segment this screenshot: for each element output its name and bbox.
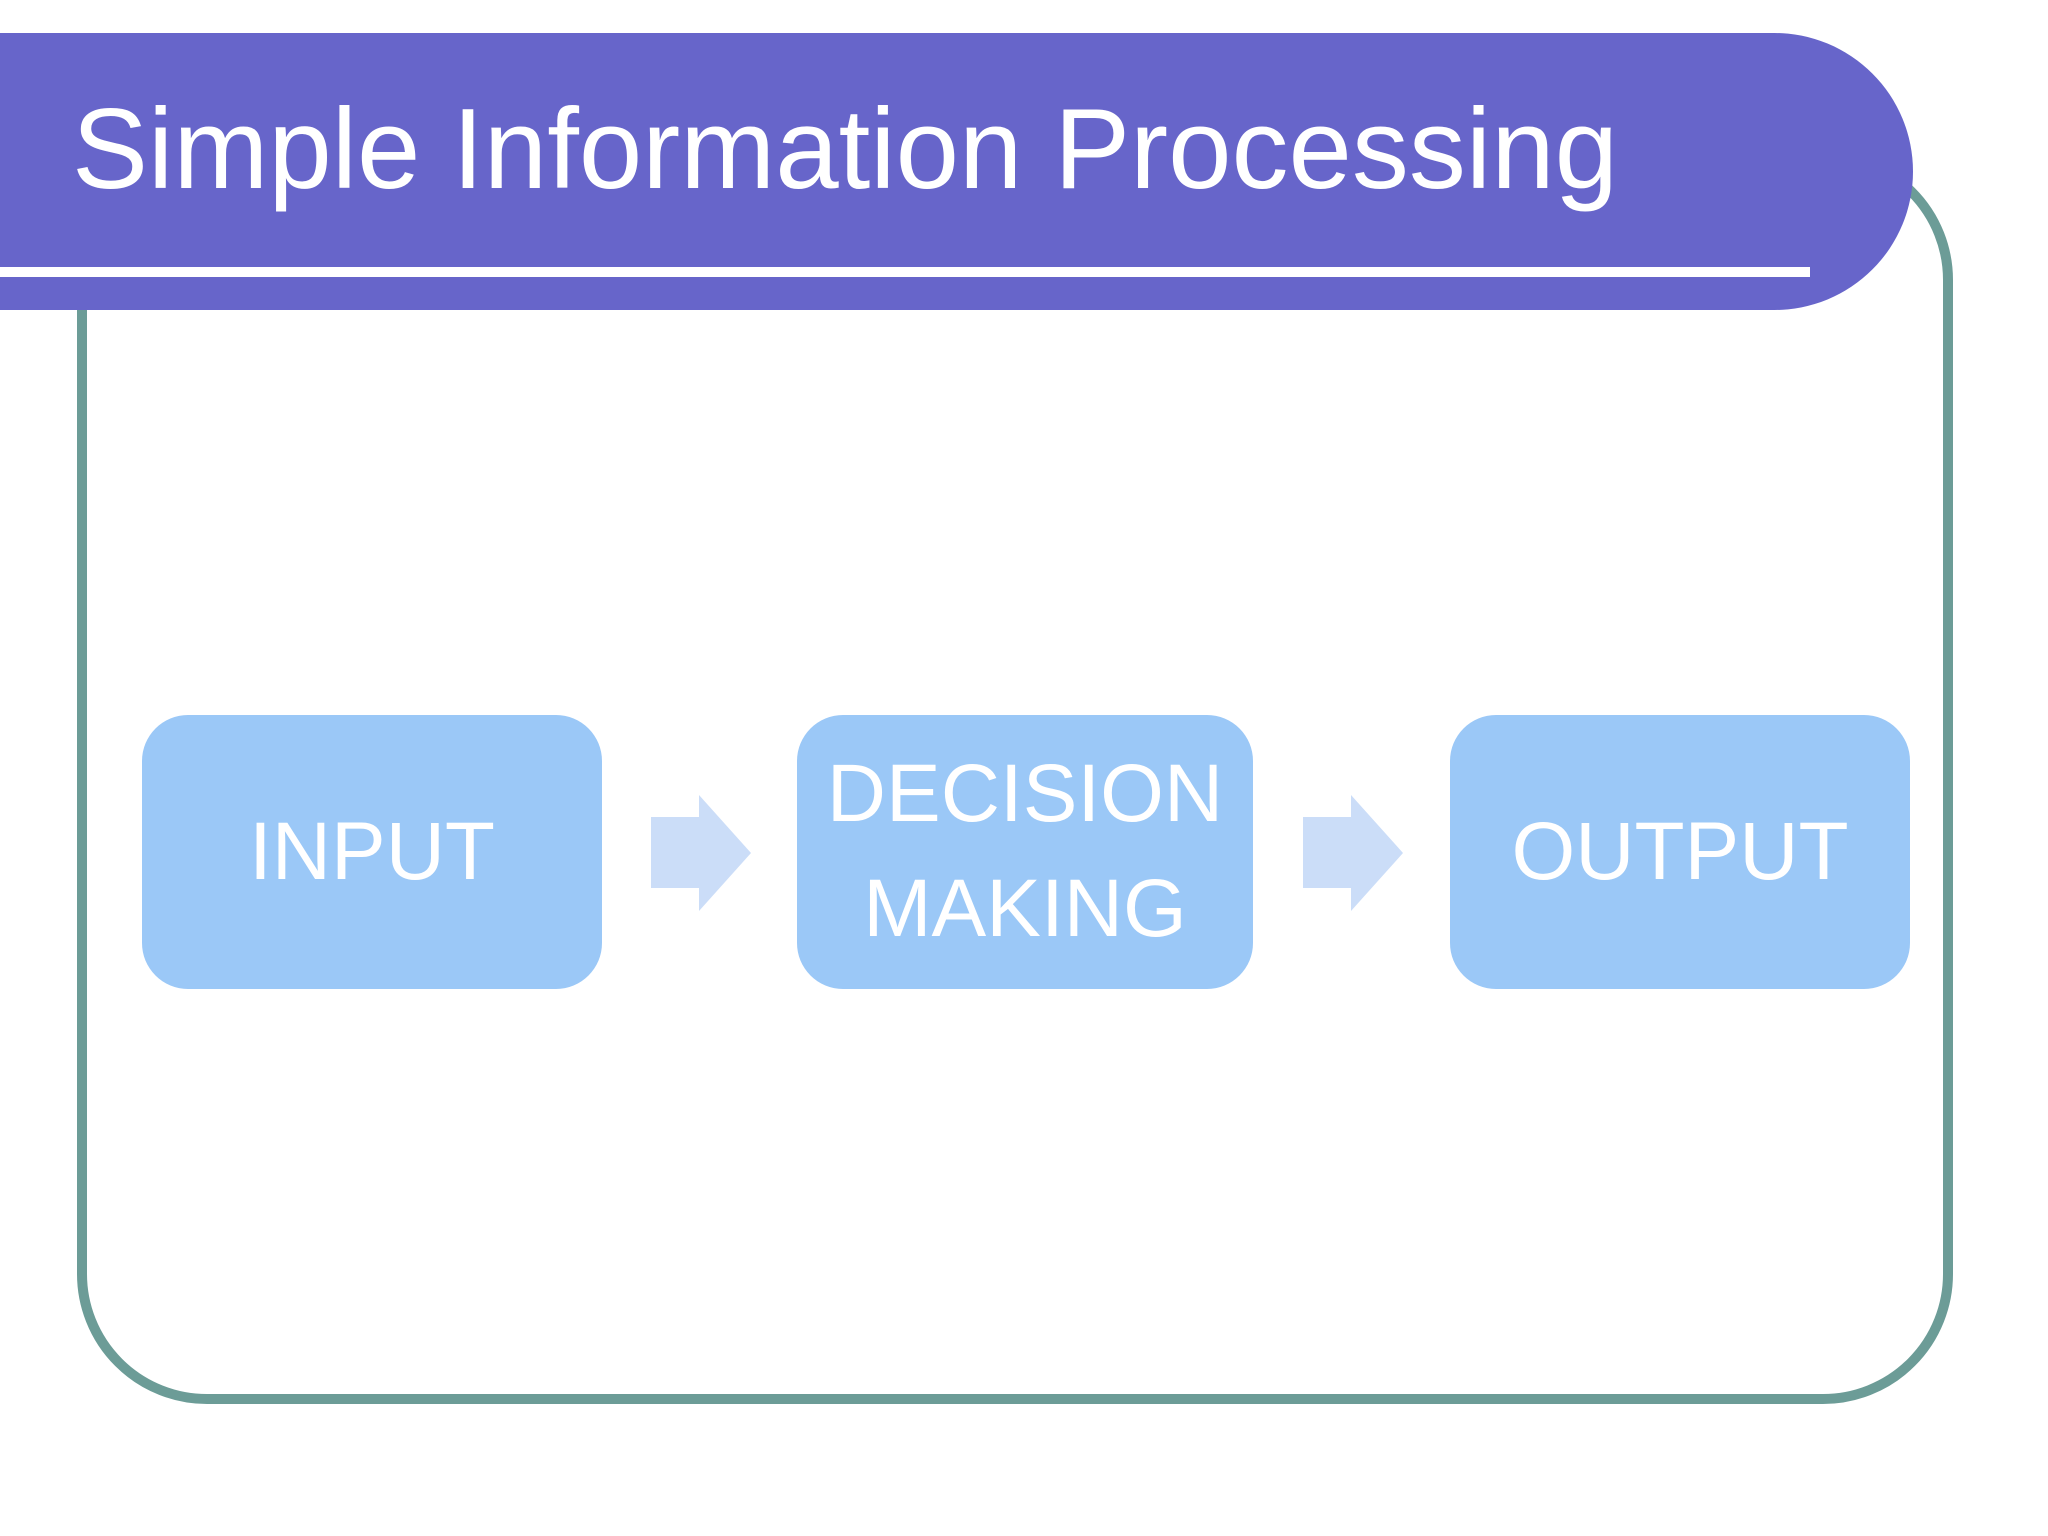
flow-node-decision-making-label: DECISION MAKING bbox=[826, 748, 1224, 954]
flow-node-output: OUTPUT bbox=[1450, 715, 1910, 989]
flow-node-output-label: OUTPUT bbox=[1511, 805, 1849, 897]
title-banner: Simple Information Processing bbox=[0, 33, 1913, 310]
title-underline bbox=[0, 267, 1810, 277]
flow-node-input: INPUT bbox=[142, 715, 602, 989]
flow-node-decision-making: DECISION MAKING bbox=[797, 715, 1253, 989]
right-block-arrow-icon bbox=[1303, 795, 1403, 911]
flow-node-input-label: INPUT bbox=[249, 805, 495, 897]
slide-title: Simple Information Processing bbox=[72, 86, 1619, 213]
right-block-arrow-icon bbox=[651, 795, 751, 911]
